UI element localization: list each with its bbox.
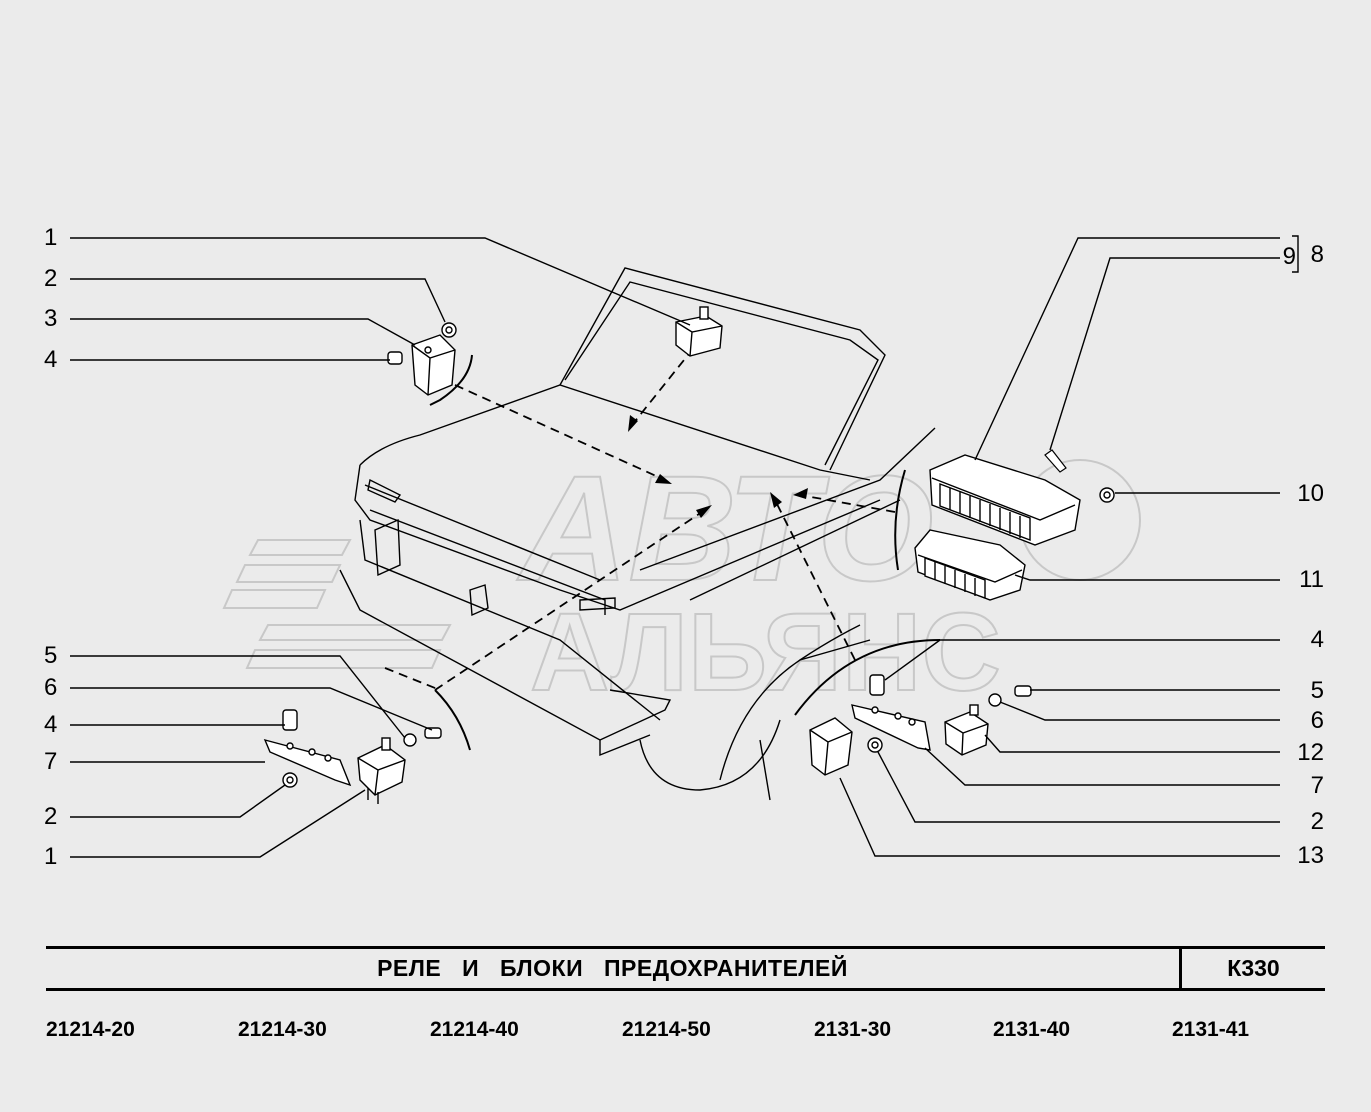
- title-divider: [1179, 949, 1182, 988]
- arrow-heads: [628, 415, 808, 518]
- watermark-line1: АВТО: [516, 444, 934, 612]
- model-list: 21214-20 21214-30 21214-40 21214-50 2131…: [0, 1018, 1371, 1044]
- nut-left-2: [441, 322, 457, 338]
- callout-left-1b: 1: [44, 843, 58, 870]
- model-item: 21214-30: [238, 1018, 327, 1041]
- model-item: 2131-30: [814, 1018, 892, 1041]
- leader-lines: [70, 235, 1299, 858]
- callout-right-5: 5: [1310, 677, 1324, 704]
- model-item: 2131-40: [993, 1018, 1071, 1041]
- callout-right-11: 11: [1299, 566, 1324, 593]
- model-item: 2131-41: [1172, 1018, 1250, 1041]
- model-item: 21214-40: [430, 1018, 519, 1041]
- callout-right-13: 13: [1297, 842, 1324, 869]
- screw-left-4: [387, 351, 403, 365]
- fuse-block-11: [914, 529, 1026, 601]
- exploded-parts-diagram: АВТО АЛЬЯНС: [70, 235, 1299, 858]
- callout-left-4: 4: [44, 346, 58, 373]
- bracket-left-7: [263, 738, 352, 787]
- callout-right-8: 8: [1310, 241, 1324, 268]
- page-code: К330: [1227, 955, 1280, 981]
- relay-top: [675, 306, 723, 357]
- callout-left-2: 2: [44, 265, 58, 292]
- callout-right-7: 7: [1310, 772, 1324, 799]
- callout-left-7: 7: [44, 748, 58, 775]
- parts-left-small: [282, 709, 442, 788]
- callout-right-12: 12: [1297, 739, 1324, 766]
- callout-right-4: 4: [1310, 626, 1324, 653]
- fuse-9: [1044, 449, 1067, 473]
- nut-right-10: [1099, 487, 1115, 503]
- relay-left-3: [411, 334, 456, 396]
- callout-left-2b: 2: [44, 803, 58, 830]
- car-outline: [339, 267, 936, 801]
- callout-left-6: 6: [44, 674, 58, 701]
- locator-arcs: [429, 354, 941, 751]
- callout-left-5: 5: [44, 642, 58, 669]
- callout-right-6: 6: [1310, 707, 1324, 734]
- callout-left-1: 1: [44, 224, 58, 251]
- parts-right-small: [867, 674, 1032, 753]
- callout-right-2: 2: [1310, 808, 1324, 835]
- model-item: 21214-20: [46, 1018, 135, 1041]
- callout-right-10: 10: [1297, 480, 1324, 507]
- relay-right-13: [809, 717, 853, 776]
- bracket-right-7: [851, 704, 931, 751]
- page-title: РЕЛЕ И БЛОКИ ПРЕДОХРАНИТЕЛЕЙ: [377, 955, 848, 981]
- relay-left-1: [357, 737, 406, 804]
- title-bar: РЕЛЕ И БЛОКИ ПРЕДОХРАНИТЕЛЕЙ К330: [46, 946, 1325, 991]
- callout-left-4b: 4: [44, 711, 58, 738]
- model-item: 21214-50: [622, 1018, 711, 1041]
- callout-right-9: 9: [1282, 243, 1296, 270]
- callout-left-3: 3: [44, 305, 58, 332]
- relay-right-12: [944, 704, 989, 756]
- fuse-block-8: [929, 454, 1081, 546]
